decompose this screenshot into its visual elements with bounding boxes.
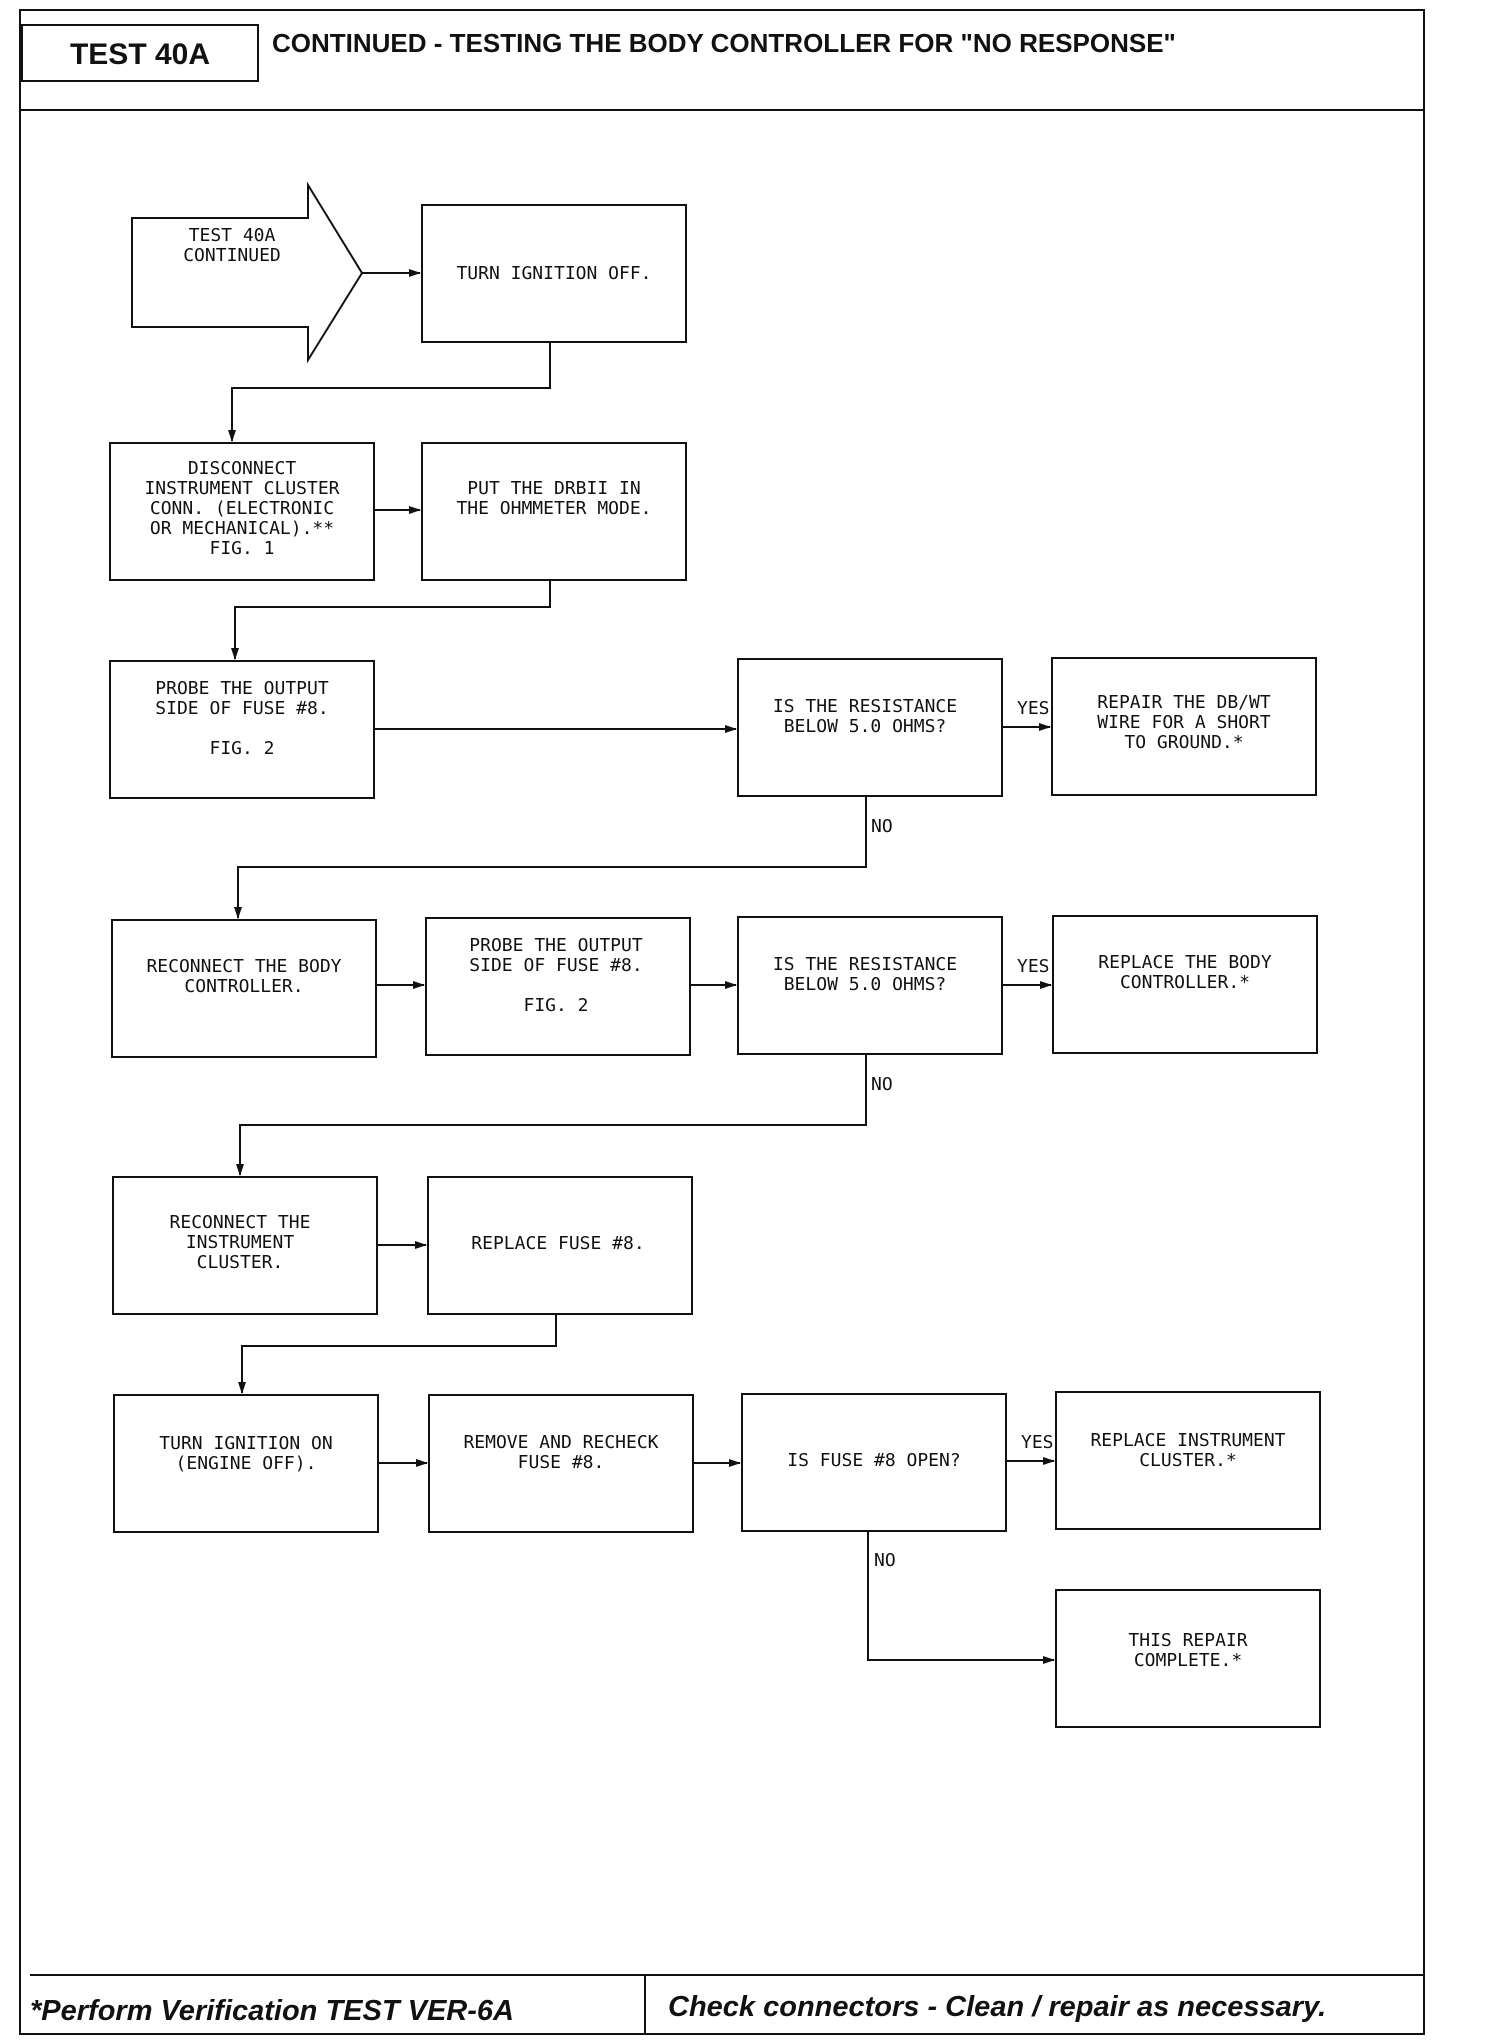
fuse-open-question-text: IS FUSE #8 OPEN? — [787, 1450, 960, 1471]
probe-fuse-2-box — [425, 917, 691, 1056]
page-title: CONTINUED - TESTING THE BODY CONTROLLER … — [272, 28, 1176, 58]
test-id: TEST 40A — [70, 38, 210, 71]
turn-ignition-off-box — [421, 204, 687, 343]
replace-body-box — [1052, 915, 1318, 1054]
footer-connector-note: Check connectors - Clean / repair as nec… — [668, 1991, 1326, 2023]
no-label-3: NO — [874, 1550, 896, 1571]
arrow-replace-fuse-to-ignition-on — [238, 1314, 557, 1394]
start-arrow-shape — [131, 181, 364, 364]
arrow-ignition-off-to-disconnect — [228, 342, 551, 442]
replace-fuse-text: REPLACE FUSE #8. — [471, 1233, 644, 1254]
fuse-open-question-box — [741, 1393, 1007, 1532]
turn-ignition-on-box — [113, 1394, 379, 1533]
yes-label-3: YES — [1021, 1432, 1054, 1453]
yes-label-2: YES — [1017, 956, 1050, 977]
yes-label-1: YES — [1017, 698, 1050, 719]
test-id-box — [21, 24, 259, 82]
replace-cluster-box — [1055, 1391, 1321, 1530]
replace-fuse-box — [427, 1176, 693, 1315]
turn-ignition-on-text: TURN IGNITION ON(ENGINE OFF). — [159, 1433, 332, 1474]
arrow-drbii-to-probe-1 — [231, 580, 551, 660]
no-label-2: NO — [871, 1074, 893, 1095]
reconnect-cluster-box — [112, 1176, 378, 1315]
no-label-1: NO — [871, 816, 893, 837]
disconnect-cluster-box — [109, 442, 375, 581]
remove-recheck-box — [428, 1394, 694, 1533]
footer-verification-note: *Perform Verification TEST VER-6A — [30, 1995, 514, 2027]
arrow-question-2-no — [236, 1054, 867, 1176]
repair-complete-box — [1055, 1589, 1321, 1728]
repair-dbwt-box — [1051, 657, 1317, 796]
probe-fuse-1-box — [109, 660, 375, 799]
put-drbii-box — [421, 442, 687, 581]
arrow-question-1-no — [234, 796, 867, 919]
page-frame — [19, 9, 1425, 2035]
turn-ignition-off-text: TURN IGNITION OFF. — [456, 263, 651, 284]
reconnect-body-box — [111, 919, 377, 1058]
resistance-question-2-box — [737, 916, 1003, 1055]
arrow-fuse-question-no — [867, 1531, 1055, 1664]
resistance-question-1-box — [737, 658, 1003, 797]
